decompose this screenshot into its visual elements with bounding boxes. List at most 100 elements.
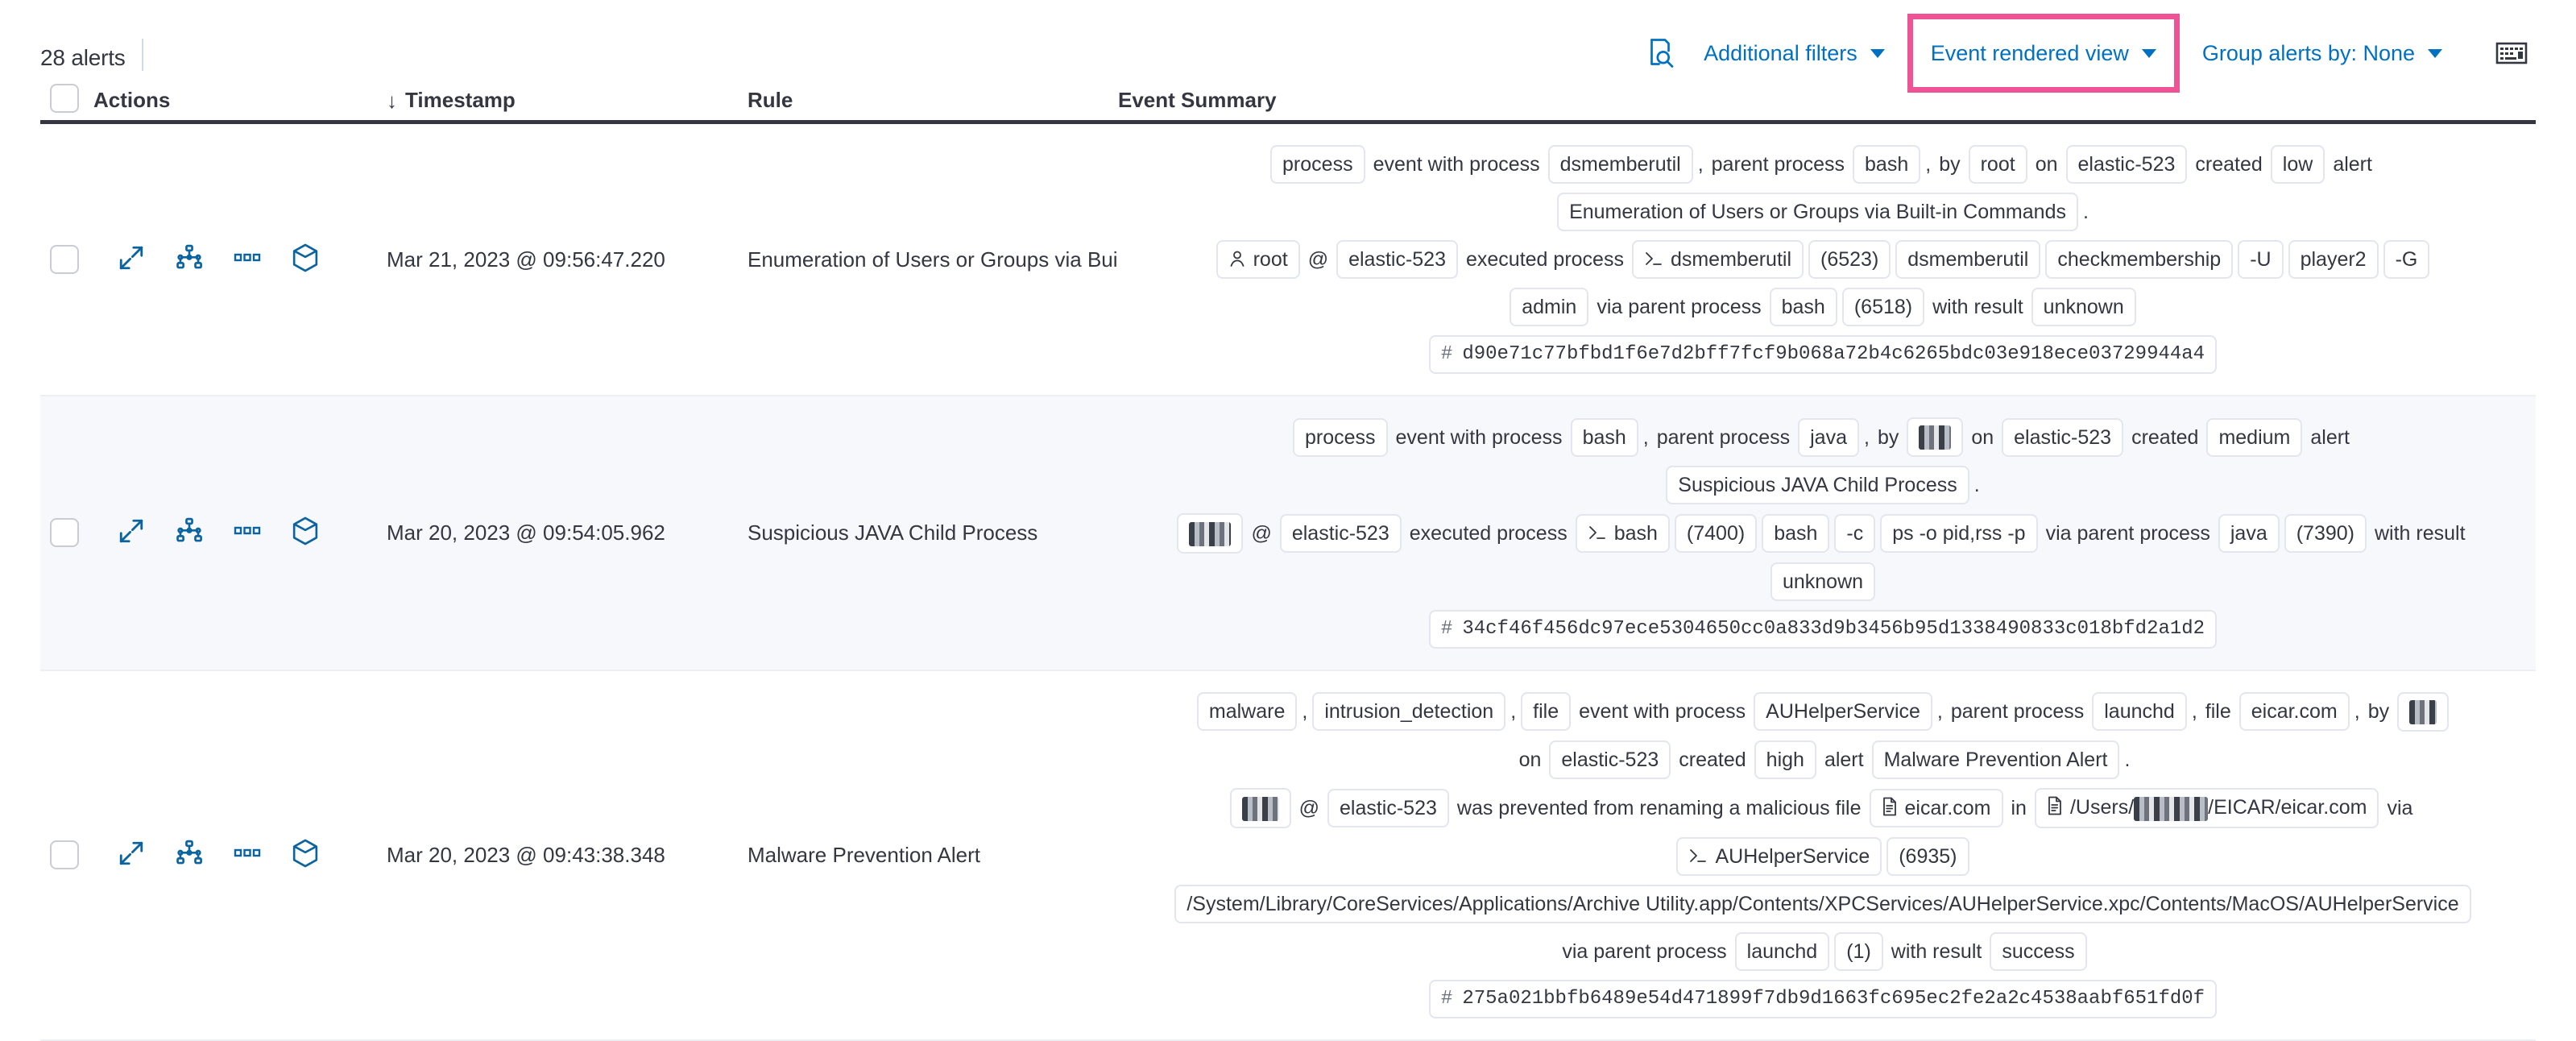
- summary-field-chip[interactable]: root: [1968, 145, 2027, 184]
- summary-field-chip[interactable]: launchd: [1734, 931, 1830, 971]
- summary-field-chip[interactable]: checkmembership: [2045, 240, 2234, 279]
- summary-field-chip[interactable]: -c: [1834, 514, 1876, 554]
- summary-field-chip[interactable]: root: [1216, 240, 1300, 279]
- summary-line: unknown: [1118, 560, 2528, 603]
- expand-alert-icon[interactable]: [118, 517, 145, 549]
- summary-redacted-chip[interactable]: [1177, 513, 1244, 554]
- summary-field-chip[interactable]: elastic-523: [1279, 514, 1402, 554]
- summary-field-chip[interactable]: bash: [1853, 145, 1921, 184]
- summary-field-chip[interactable]: success: [1990, 931, 2087, 971]
- summary-field-chip[interactable]: player2: [2288, 240, 2379, 279]
- more-actions-icon[interactable]: [234, 525, 261, 541]
- expand-alert-icon[interactable]: [118, 840, 145, 871]
- summary-field-chip[interactable]: dsmemberutil: [1547, 145, 1693, 184]
- group-alerts-by-label: Group alerts by: None: [2201, 41, 2415, 65]
- summary-hash-chip[interactable]: #34cf46f456dc97ece5304650cc0a833d9b3456b…: [1428, 609, 2218, 649]
- summary-field-chip[interactable]: ps -o pid,rss -p: [1880, 514, 2038, 554]
- summary-field-chip[interactable]: Suspicious JAVA Child Process: [1666, 466, 1969, 505]
- summary-field-chip[interactable]: process: [1292, 417, 1388, 457]
- summary-field-chip[interactable]: elastic-523: [2002, 417, 2124, 457]
- summary-field-chip[interactable]: (6518): [1841, 288, 1925, 326]
- summary-field-chip[interactable]: admin: [1510, 288, 1589, 326]
- analyze-event-icon[interactable]: [176, 244, 203, 276]
- summary-hash-chip[interactable]: #d90e71c77bfbd1f6e7d2bff7fcf9b068a72b4c6…: [1428, 335, 2218, 374]
- column-header-actions[interactable]: Actions: [93, 88, 387, 113]
- redacted-value: [2409, 700, 2437, 725]
- summary-field-chip[interactable]: java: [2218, 514, 2280, 554]
- summary-field-chip[interactable]: unknown: [2031, 288, 2136, 326]
- summary-field-chip[interactable]: medium: [2206, 417, 2303, 457]
- summary-field-chip[interactable]: unknown: [1770, 562, 1876, 601]
- summary-field-chip[interactable]: low: [2270, 145, 2325, 184]
- summary-field-chip[interactable]: (1): [1834, 931, 1883, 971]
- summary-field-chip[interactable]: elastic-523: [1327, 788, 1449, 827]
- summary-field-chip[interactable]: -G: [2383, 240, 2430, 279]
- summary-field-chip[interactable]: launchd: [2092, 692, 2187, 732]
- redacted-value: [1241, 796, 1279, 821]
- column-header-rule[interactable]: Rule: [748, 88, 1118, 113]
- summary-field-chip[interactable]: high: [1754, 740, 1816, 780]
- table-row[interactable]: Mar 20, 2023 @ 09:43:38.348 Malware Prev…: [40, 671, 2536, 1041]
- summary-hash-chip[interactable]: #275a021bbfb6489e54d471899f7db9d1663fc69…: [1428, 979, 2218, 1018]
- analyze-event-icon[interactable]: [176, 517, 203, 549]
- summary-redacted-chip[interactable]: [2397, 691, 2450, 732]
- inspect-search-icon[interactable]: [1639, 31, 1681, 76]
- summary-field-chip[interactable]: elastic-523: [1336, 240, 1458, 279]
- summary-redacted-chip[interactable]: [1907, 417, 1964, 458]
- summary-field-chip[interactable]: (6935): [1886, 836, 1969, 876]
- row-select-checkbox[interactable]: [50, 518, 79, 548]
- summary-field-chip[interactable]: /Users//EICAR/eicar.com: [2034, 788, 2379, 828]
- summary-field-chip[interactable]: -U: [2238, 240, 2284, 279]
- toolbar-divider: [142, 39, 143, 71]
- summary-field-chip[interactable]: /System/Library/CoreServices/Application…: [1174, 884, 2471, 923]
- summary-field-chip[interactable]: elastic-523: [1549, 740, 1671, 780]
- select-all-checkbox[interactable]: [50, 84, 79, 113]
- session-view-icon[interactable]: [292, 243, 319, 276]
- row-select-checkbox[interactable]: [50, 840, 79, 870]
- summary-field-chip[interactable]: bash: [1570, 417, 1638, 457]
- summary-field-chip[interactable]: eicar.com: [2238, 692, 2350, 732]
- summary-field-chip[interactable]: bash: [1575, 514, 1670, 554]
- event-rendered-view-button[interactable]: Event rendered view: [1920, 31, 2168, 76]
- summary-field-chip[interactable]: Malware Prevention Alert: [1871, 740, 2120, 780]
- more-actions-icon[interactable]: [234, 251, 261, 268]
- summary-field-chip[interactable]: java: [1798, 417, 1859, 457]
- summary-field-chip[interactable]: Enumeration of Users or Groups via Built…: [1557, 193, 2078, 231]
- row-select-checkbox[interactable]: [50, 245, 79, 274]
- summary-line: /System/Library/CoreServices/Application…: [1118, 882, 2528, 926]
- summary-redacted-chip[interactable]: [1229, 788, 1291, 828]
- session-view-icon[interactable]: [292, 839, 319, 872]
- summary-field-chip[interactable]: bash: [1762, 514, 1830, 554]
- table-row[interactable]: Mar 20, 2023 @ 09:54:05.962 Suspicious J…: [40, 396, 2536, 671]
- summary-punctuation: ,: [1863, 425, 1870, 449]
- additional-filters-button[interactable]: Additional filters: [1686, 31, 1903, 76]
- expand-alert-icon[interactable]: [118, 244, 145, 276]
- summary-text: parent process: [1711, 153, 1845, 176]
- summary-field-chip[interactable]: intrusion_detection: [1312, 692, 1506, 732]
- summary-field-chip[interactable]: bash: [1769, 288, 1837, 326]
- summary-field-chip[interactable]: (7400): [1674, 514, 1758, 554]
- more-actions-icon[interactable]: [234, 847, 261, 864]
- keyboard-icon[interactable]: [2492, 31, 2531, 76]
- summary-field-chip[interactable]: AUHelperService: [1676, 836, 1882, 876]
- column-header-event-summary[interactable]: Event Summary: [1118, 88, 2536, 113]
- summary-field-chip[interactable]: dsmemberutil: [1895, 240, 2041, 279]
- summary-field-chip[interactable]: (6523): [1808, 240, 1891, 279]
- session-view-icon[interactable]: [292, 516, 319, 550]
- row-rule-name: Suspicious JAVA Child Process: [748, 520, 1038, 545]
- summary-field-chip[interactable]: eicar.com: [1869, 788, 2003, 827]
- summary-field-chip[interactable]: process: [1270, 145, 1365, 184]
- table-row[interactable]: Mar 21, 2023 @ 09:56:47.220 Enumeration …: [40, 124, 2536, 396]
- group-alerts-by-button[interactable]: Group alerts by: None: [2185, 31, 2460, 76]
- analyze-event-icon[interactable]: [176, 840, 203, 871]
- summary-field-chip[interactable]: malware: [1196, 692, 1298, 732]
- summary-field-chip[interactable]: file: [1521, 692, 1572, 732]
- summary-field-chip[interactable]: elastic-523: [2065, 145, 2188, 184]
- event-rendered-view-highlight: Event rendered view: [1907, 14, 2180, 93]
- row-actions-icons: [93, 243, 319, 276]
- summary-field-chip[interactable]: dsmemberutil: [1631, 240, 1804, 279]
- summary-field-chip[interactable]: (7390): [2284, 514, 2367, 554]
- column-header-timestamp[interactable]: ↓ Timestamp: [387, 88, 748, 113]
- summary-field-chip[interactable]: AUHelperService: [1754, 692, 1932, 732]
- summary-text: file: [2205, 700, 2231, 724]
